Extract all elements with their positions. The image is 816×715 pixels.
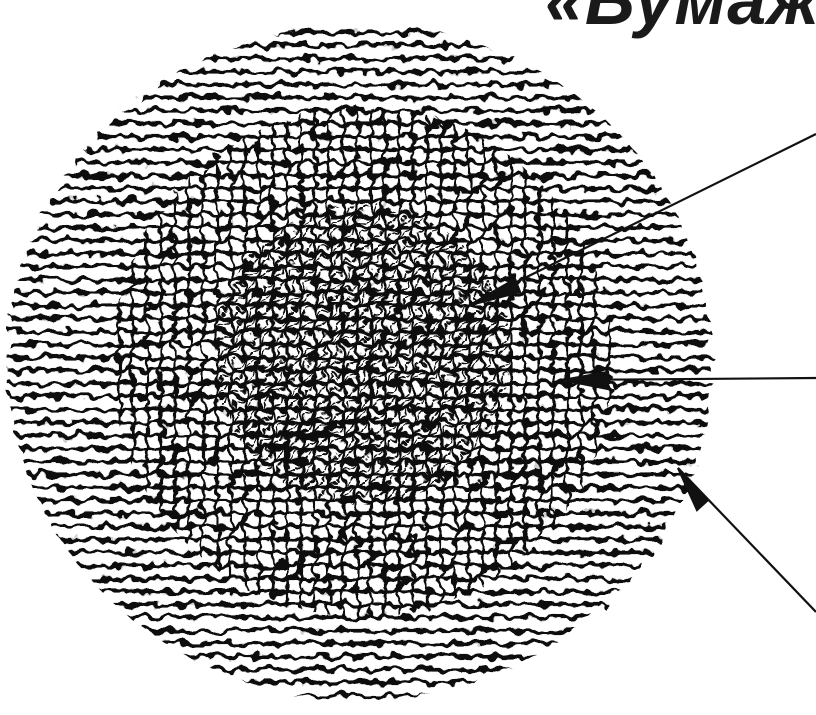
- inner-core-zone: [214, 205, 510, 505]
